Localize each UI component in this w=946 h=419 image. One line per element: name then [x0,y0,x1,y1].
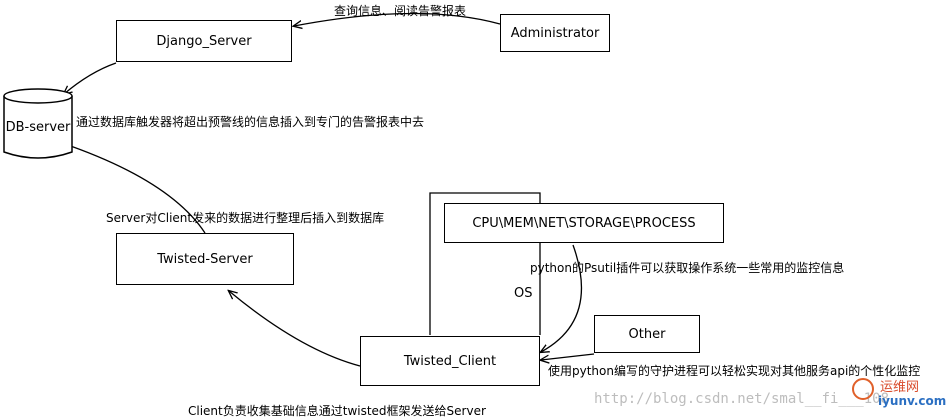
arrow-client-to-server [229,291,361,367]
psutil-annotation: python的Psutil插件可以获取操作系统一些常用的监控信息 [530,261,845,275]
arrow-django-to-db [64,62,117,94]
django-server-label: Django_Server [156,33,252,49]
server-insert-annotation: Server对Client发来的数据进行整理后插入到数据库 [106,211,385,225]
arrow-other-to-client [541,353,595,360]
twisted-client-node: Twisted_Client [360,336,540,386]
administrator-node: Administrator [500,14,610,52]
admin-query-annotation: 查询信息、阅读告警报表 [334,4,467,18]
other-node: Other [594,315,700,353]
twisted-server-node: Twisted-Server [116,233,294,285]
trigger-annotation: 通过数据库触发器将超出预警线的信息插入到专门的告警报表中去 [76,115,425,129]
arrow-admin-to-django [294,12,501,26]
twisted-server-label: Twisted-Server [157,251,253,267]
arrow-cpu-to-client [541,244,583,352]
watermark-logo: 运维网 iyunv.com [850,374,946,416]
db-server-node: DB-server [4,120,72,135]
other-label: Other [628,326,666,342]
logo-cn-text: 运维网 [880,380,920,395]
client-collect-annotation: Client负责收集基础信息通过twisted框架发送给Server [188,404,486,418]
cpu-mem-net-storage-process-node: CPU\MEM\NET\STORAGE\PROCESS [444,203,724,243]
administrator-label: Administrator [510,25,600,41]
twisted-client-label: Twisted_Client [403,353,497,369]
os-label: OS [514,286,533,301]
watermark-url: http://blog.csdn.net/smal__fi___108 [594,391,890,407]
db-server-label: DB-server [5,120,71,135]
cpu-mem-label: CPU\MEM\NET\STORAGE\PROCESS [472,215,696,231]
logo-globe-icon [852,378,874,400]
django-server-node: Django_Server [116,20,292,62]
db-cylinder-shape [3,88,73,159]
logo-en-text: iyunv.com [878,394,946,408]
arrow-twisted-server-to-db [62,143,206,234]
os-container-outline [429,192,541,335]
daemon-annotation: 使用python编写的守护进程可以轻松实现对其他服务api的个性化监控 [548,364,921,378]
